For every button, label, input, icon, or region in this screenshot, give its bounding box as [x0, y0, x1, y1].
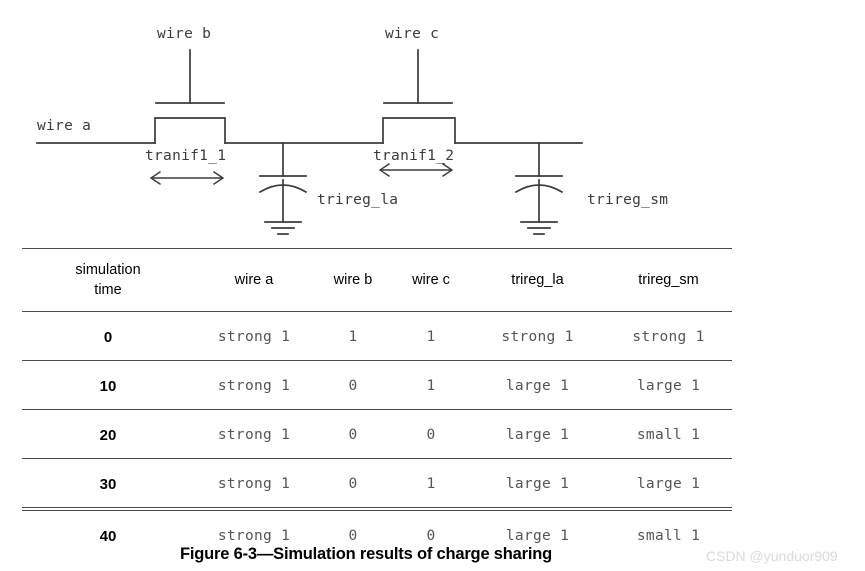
cell-trireg-la: large 1 [505, 476, 570, 492]
column-header-wire-a: wire a [234, 272, 274, 289]
table-rule-bottom [22, 507, 732, 511]
cell-trireg-la: large 1 [505, 427, 570, 443]
cell-trireg-sm: large 1 [636, 476, 701, 492]
cell-time: 40 [99, 527, 117, 545]
cell-wire-b: 0 [348, 476, 358, 492]
column-header-time-line1: simulation [75, 262, 141, 279]
cell-wire-b: 1 [348, 329, 358, 345]
cell-wire-c: 0 [426, 528, 436, 544]
table-row: 30 strong 1 0 1 large 1 large 1 [22, 461, 732, 508]
schematic-svg [36, 49, 583, 235]
transistor-channel-1 [154, 117, 226, 144]
span-arrow-2-head-left [378, 163, 390, 177]
column-header-wire-b: wire b [333, 272, 373, 289]
table-rule [22, 409, 732, 412]
charge-sharing-schematic: wire b wire c wire a tranif1_1 tranif1_2… [0, 0, 865, 245]
schematic-label-wire-a: wire a [37, 118, 92, 134]
cell-time: 20 [99, 426, 117, 444]
cell-wire-a: strong 1 [217, 528, 291, 544]
span-arrow-1-head-right [213, 171, 225, 185]
schematic-label-trireg-sm: trireg_sm [587, 192, 669, 208]
cell-trireg-sm: large 1 [636, 378, 701, 394]
span-arrow-1-head-left [149, 171, 161, 185]
schematic-label-wire-b: wire b [157, 26, 212, 42]
cell-trireg-sm: small 1 [636, 427, 701, 443]
simulation-results-table: simulation time wire a wire b wire c tri… [22, 248, 732, 559]
cell-wire-c: 0 [426, 427, 436, 443]
column-header-simulation-time: simulation time [22, 251, 194, 312]
cell-wire-a: strong 1 [217, 476, 291, 492]
span-arrow-2-head-right [442, 163, 454, 177]
table-header: simulation time wire a wire b wire c tri… [22, 248, 732, 312]
cell-time: 0 [103, 328, 113, 346]
table-rule [22, 510, 732, 513]
column-header-time-line2: time [94, 282, 122, 298]
cell-trireg-la: large 1 [505, 528, 570, 544]
cell-time: 30 [99, 475, 117, 493]
cell-time: 10 [99, 377, 117, 395]
schematic-label-tranif1-2: tranif1_2 [373, 148, 455, 164]
figure-caption: Figure 6-3—Simulation results of charge … [179, 545, 552, 563]
table-row: 20 strong 1 0 0 large 1 small 1 [22, 412, 732, 459]
cell-trireg-sm: strong 1 [632, 329, 705, 345]
cell-wire-c: 1 [426, 476, 436, 492]
table-row: 40 strong 1 0 0 large 1 small 1 [22, 513, 732, 559]
column-header-trireg-la: trireg_la [511, 272, 564, 289]
cell-wire-a: strong 1 [217, 427, 291, 443]
csdn-watermark: CSDN @yunduor909 [706, 548, 838, 564]
cell-wire-b: 0 [348, 378, 358, 394]
cell-wire-a: strong 1 [217, 378, 291, 394]
schematic-label-tranif1-1: tranif1_1 [145, 148, 227, 164]
cell-wire-c: 1 [426, 378, 436, 394]
table-rule [22, 311, 732, 314]
cell-trireg-la: large 1 [505, 378, 570, 394]
transistor-channel-2 [382, 117, 456, 144]
schematic-label-wire-c: wire c [385, 26, 440, 42]
table-row: 10 strong 1 0 1 large 1 large 1 [22, 363, 732, 410]
cell-wire-c: 1 [426, 329, 436, 345]
column-header-trireg-sm: trireg_sm [638, 272, 699, 289]
table-header-row: simulation time wire a wire b wire c tri… [22, 251, 732, 312]
table-row: 0 strong 1 1 1 strong 1 strong 1 [22, 314, 732, 361]
table-rule [22, 458, 732, 461]
cell-wire-a: strong 1 [217, 329, 291, 345]
cell-trireg-sm: small 1 [636, 528, 701, 544]
cell-wire-b: 0 [348, 427, 358, 443]
table-rule-top [22, 248, 732, 251]
schematic-label-trireg-la: trireg_la [317, 192, 399, 208]
cell-wire-b: 0 [348, 528, 358, 544]
table-rule [22, 360, 732, 363]
cell-trireg-la: strong 1 [501, 329, 574, 345]
column-header-wire-c: wire c [412, 272, 450, 289]
